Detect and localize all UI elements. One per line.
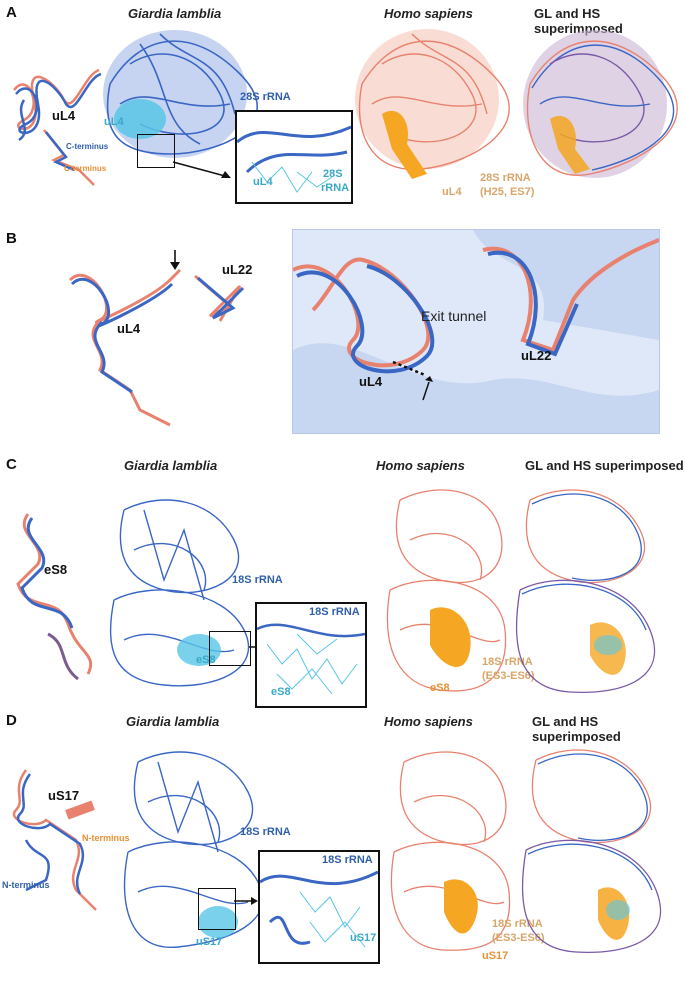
title-giardia-d: Giardia lamblia [126, 714, 220, 729]
panel-label-b: B [6, 230, 17, 247]
zoom-box-d [198, 888, 236, 930]
inset-protein-a: uL4 [253, 176, 273, 188]
inset-rrna-a-line1: 28S [323, 168, 343, 180]
protein-on-map-a: uL4 [104, 116, 124, 128]
us17-structure-d [12, 769, 97, 911]
protein2-label-b: uL22 [222, 262, 253, 277]
panel-label-a: A [6, 4, 17, 21]
giardia-ribosome-c [109, 499, 250, 687]
hs-protein-a: uL4 [442, 186, 462, 198]
protein-on-map-c: eS8 [196, 654, 216, 666]
hs-protein-c: eS8 [430, 682, 450, 694]
inset-protein-d: uS17 [350, 932, 377, 944]
n-terminus-hs-label: N-terminus [82, 833, 130, 843]
superimposed-ribosome-c [515, 489, 656, 694]
tunnel-protein2-label: uL22 [521, 348, 552, 363]
protein-label-ul4-a: uL4 [52, 108, 76, 123]
protein-label-es8: eS8 [44, 562, 68, 577]
giardia-ribosome-a [103, 30, 258, 158]
title-homo-a: Homo sapiens [384, 6, 473, 21]
n-terminus-gl-label: N-terminus [2, 880, 50, 890]
inset-protein-c: eS8 [271, 686, 291, 698]
hs-protein-d: uS17 [482, 950, 509, 962]
exit-tunnel-label: Exit tunnel [421, 308, 487, 324]
zoom-box-c [209, 631, 251, 666]
rrna-label-d: 18S rRNA [240, 826, 291, 838]
c-terminus-gl-label: C-terminus [66, 142, 109, 151]
protein1-label-b: uL4 [117, 321, 141, 336]
homo-ribosome-d [390, 751, 511, 951]
inset-rrna-d: 18S rRNA [322, 854, 373, 866]
inset-a: uL4 28S rRNA [235, 110, 353, 204]
hs-rrna-detail-d: (ES3-ES6) [492, 932, 545, 944]
hs-rrna-c: 18S rRNA [482, 656, 533, 668]
exit-tunnel-view: Exit tunnel uL4 uL22 [292, 229, 660, 434]
title-giardia-c: Giardia lamblia [124, 458, 218, 473]
homo-ribosome-a [355, 29, 510, 179]
title-homo-c: Homo sapiens [376, 458, 465, 473]
hs-rrna-detail-a: (H25, ES7) [480, 186, 535, 198]
rrna-label-a: 28S rRNA [240, 91, 291, 103]
protein-on-map-d: uS17 [196, 936, 223, 948]
title-superimposed-c: GL and HS superimposed [525, 458, 684, 473]
protein-label-us17: uS17 [48, 788, 80, 803]
inset-d: 18S rRNA uS17 [258, 850, 380, 964]
title-superimposed-d: GL and HS superimposed [532, 714, 621, 744]
rrna-label-c: 18S rRNA [232, 574, 283, 586]
title-giardia-a: Giardia lamblia [128, 6, 222, 21]
title-homo-d: Homo sapiens [384, 714, 473, 729]
superimposed-ribosome-a [523, 30, 678, 178]
hs-rrna-a: 28S rRNA [480, 172, 531, 184]
inset-c: 18S rRNA eS8 [255, 602, 367, 708]
inset-rrna-c: 18S rRNA [309, 606, 360, 618]
zoom-arrow-d [234, 897, 258, 905]
zoom-box-a [137, 134, 175, 168]
ul4-structure-b [68, 268, 182, 427]
panel-label-c: C [6, 456, 17, 473]
arrow-down-icon [170, 250, 180, 270]
zoom-arrow-a [172, 161, 231, 178]
superimposed-ribosome-d [521, 749, 662, 954]
giardia-ribosome-d [123, 751, 264, 948]
panel-label-d: D [6, 712, 17, 729]
c-terminus-hs-label: C-terminus [64, 164, 107, 173]
hs-rrna-detail-c: (ES3-ES6) [482, 670, 535, 682]
ul22-structure-b [194, 274, 245, 322]
ul4-structure-a [13, 68, 102, 186]
homo-ribosome-c [386, 489, 507, 692]
inset-rrna-a-line2: rRNA [321, 182, 350, 194]
tunnel-protein1-label: uL4 [359, 374, 383, 389]
es8-structure-c [16, 513, 93, 681]
